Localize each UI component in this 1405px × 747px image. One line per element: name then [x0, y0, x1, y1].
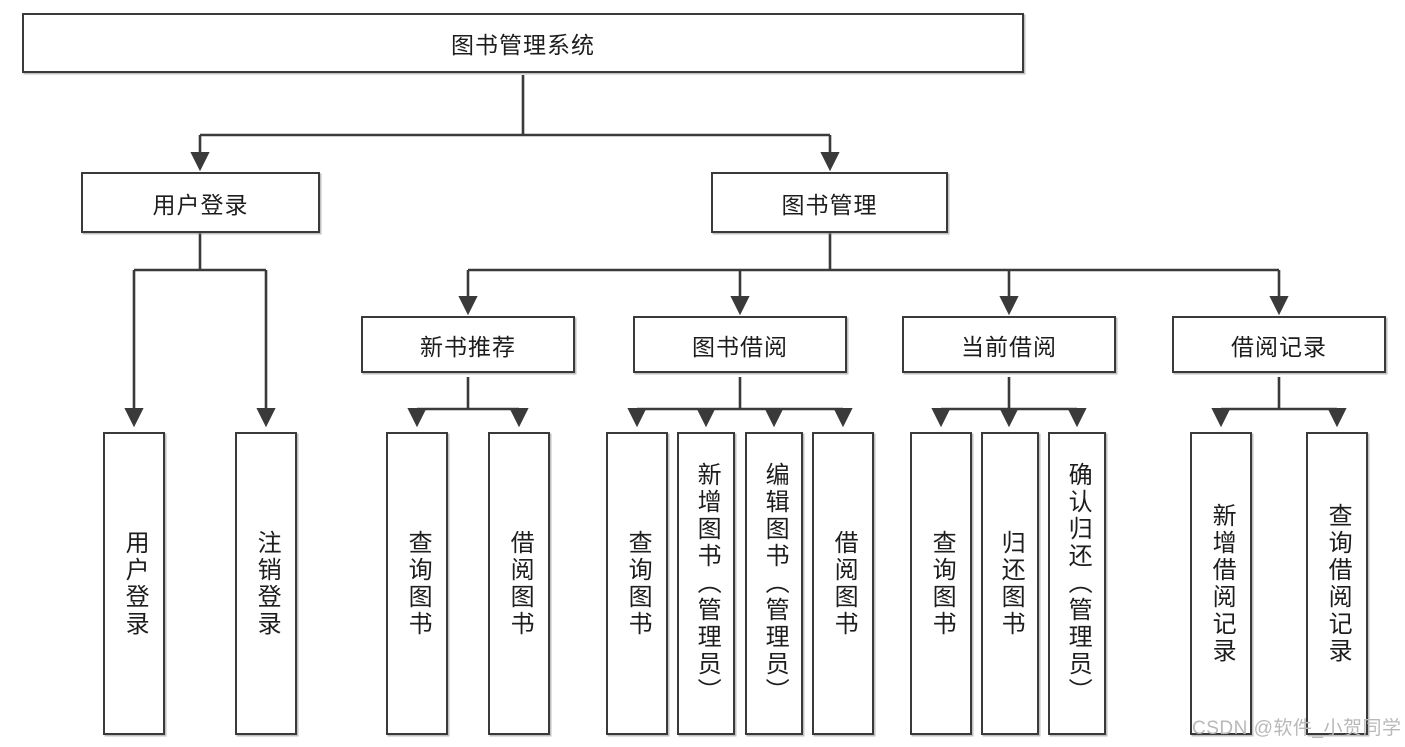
- node-leaf-query-book-3[interactable]: 查询图书: [910, 432, 972, 735]
- node-root[interactable]: 图书管理系统: [22, 13, 1024, 73]
- node-leaf-user-login[interactable]: 用户登录: [103, 432, 165, 735]
- node-leaf-add-book-label: 新增图书（管理员）: [693, 462, 721, 705]
- node-leaf-confirm-return-label: 确认归还（管理员）: [1064, 462, 1092, 705]
- node-leaf-add-book[interactable]: 新增图书（管理员）: [677, 432, 735, 735]
- node-leaf-logout[interactable]: 注销登录: [235, 432, 297, 735]
- node-leaf-query-book-2[interactable]: 查询图书: [606, 432, 668, 735]
- node-new-book-recommend[interactable]: 新书推荐: [361, 316, 575, 373]
- node-book-manage[interactable]: 图书管理: [711, 172, 948, 233]
- node-book-borrow[interactable]: 图书借阅: [633, 316, 847, 373]
- node-leaf-query-borrow-record-label: 查询借阅记录: [1324, 502, 1352, 665]
- node-leaf-logout-label: 注销登录: [253, 529, 281, 638]
- node-leaf-borrow-book-2-label: 借阅图书: [830, 529, 858, 638]
- node-leaf-user-login-label: 用户登录: [121, 529, 149, 638]
- node-current-borrow-label: 当前借阅: [961, 333, 1057, 360]
- node-current-borrow[interactable]: 当前借阅: [902, 316, 1116, 373]
- node-leaf-query-book-3-label: 查询图书: [928, 529, 956, 638]
- node-leaf-edit-book[interactable]: 编辑图书（管理员）: [745, 432, 803, 735]
- node-book-manage-label: 图书管理: [781, 191, 878, 218]
- node-leaf-query-book-1-label: 查询图书: [404, 529, 432, 638]
- node-book-borrow-label: 图书借阅: [692, 333, 788, 360]
- node-borrow-record[interactable]: 借阅记录: [1172, 316, 1386, 373]
- csdn-watermark: CSDN @软件_小贺同学: [1192, 718, 1402, 739]
- node-root-label: 图书管理系统: [451, 32, 595, 58]
- node-leaf-add-borrow-record[interactable]: 新增借阅记录: [1190, 432, 1252, 735]
- node-leaf-borrow-book-1-label: 借阅图书: [506, 529, 534, 638]
- node-leaf-edit-book-label: 编辑图书（管理员）: [761, 462, 789, 705]
- node-leaf-query-book-1[interactable]: 查询图书: [386, 432, 448, 735]
- node-borrow-record-label: 借阅记录: [1231, 333, 1327, 360]
- node-leaf-confirm-return[interactable]: 确认归还（管理员）: [1048, 432, 1106, 735]
- node-leaf-query-book-2-label: 查询图书: [624, 529, 652, 638]
- node-leaf-return-book-label: 归还图书: [997, 529, 1025, 638]
- node-leaf-borrow-book-2[interactable]: 借阅图书: [812, 432, 874, 735]
- node-new-book-recommend-label: 新书推荐: [420, 333, 516, 360]
- node-leaf-add-borrow-record-label: 新增借阅记录: [1208, 502, 1236, 665]
- node-leaf-borrow-book-1[interactable]: 借阅图书: [488, 432, 550, 735]
- node-user-login-label: 用户登录: [152, 191, 249, 218]
- node-leaf-query-borrow-record[interactable]: 查询借阅记录: [1306, 432, 1368, 735]
- node-leaf-return-book[interactable]: 归还图书: [981, 432, 1039, 735]
- node-user-login[interactable]: 用户登录: [81, 172, 320, 233]
